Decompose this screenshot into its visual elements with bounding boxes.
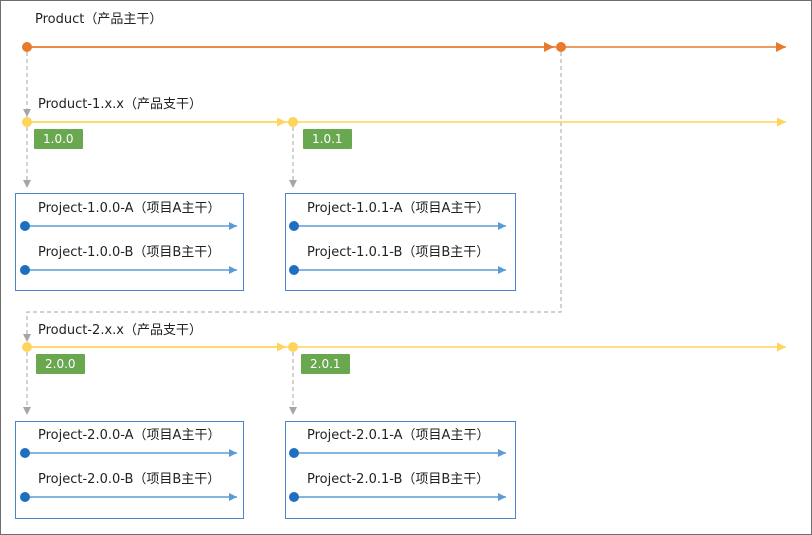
branch-2-start-dot [22, 342, 32, 352]
project-1-0-0-b-label: Project-1.0.0-B（项目B主干） [38, 245, 221, 260]
branch-2-label: Product-2.x.x（产品支干） [38, 323, 202, 338]
branch-1-version-dot [288, 117, 298, 127]
version-badge-1-0-1: 1.0.1 [303, 129, 352, 149]
project-box-1-0-0 [15, 193, 244, 291]
project-2-0-0-b-label: Project-2.0.0-B（项目B主干） [38, 472, 221, 487]
version-badge-2-0-0: 2.0.0 [36, 354, 85, 374]
project-2-0-1-a-label: Project-2.0.1-A（项目A主干） [307, 428, 490, 443]
project-2-0-0-a-dot [20, 448, 30, 458]
project-1-0-0-a-dot [20, 221, 30, 231]
project-box-1-0-1 [285, 193, 516, 291]
project-2-0-1-b-dot [289, 492, 299, 502]
project-box-2-0-0 [15, 421, 244, 519]
trunk-fork-dot [556, 42, 566, 52]
version-badge-2-0-1: 2.0.1 [301, 354, 350, 374]
version-badge-1-0-0: 1.0.0 [34, 129, 83, 149]
project-2-0-0-a-label: Project-2.0.0-A（项目A主干） [38, 428, 221, 443]
project-2-0-1-a-dot [289, 448, 299, 458]
project-1-0-1-b-label: Project-1.0.1-B（项目B主干） [307, 245, 490, 260]
trunk-label: Product（产品主干） [35, 12, 163, 27]
project-1-0-0-a-label: Project-1.0.0-A（项目A主干） [38, 201, 221, 216]
branch-1-label: Product-1.x.x（产品支干） [38, 97, 202, 112]
project-1-0-1-a-label: Project-1.0.1-A（项目A主干） [307, 201, 490, 216]
project-1-0-1-a-dot [289, 221, 299, 231]
connector-trunk-to-branch-2 [23, 52, 562, 342]
project-2-0-1-b-label: Project-2.0.1-B（项目B主干） [307, 472, 490, 487]
branch-2-version-dot [288, 342, 298, 352]
branch-1-start-dot [22, 117, 32, 127]
project-1-0-0-b-dot [20, 265, 30, 275]
project-2-0-0-b-dot [20, 492, 30, 502]
project-box-2-0-1 [285, 421, 516, 519]
project-1-0-1-b-dot [289, 265, 299, 275]
trunk-start-dot [22, 42, 32, 52]
